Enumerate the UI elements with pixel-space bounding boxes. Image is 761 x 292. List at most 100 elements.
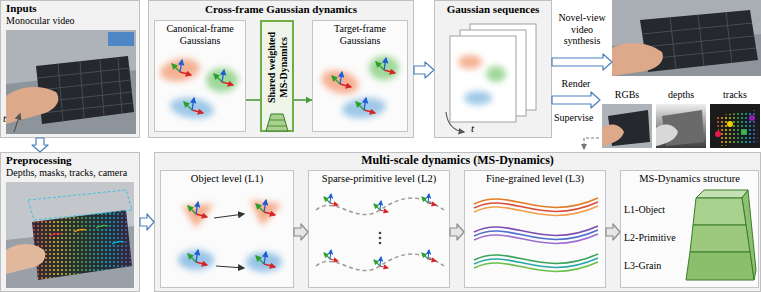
edge-label: Render bbox=[562, 78, 591, 90]
illustration-part bbox=[686, 252, 754, 280]
illustration-part bbox=[379, 242, 382, 245]
heading: Gaussian sequences bbox=[434, 3, 552, 16]
block-arrow bbox=[140, 214, 154, 230]
illustration-part bbox=[741, 129, 747, 135]
illustration-part bbox=[341, 96, 387, 120]
label: t bbox=[3, 112, 6, 125]
illustration-part bbox=[324, 250, 338, 261]
illustration-part bbox=[214, 214, 244, 218]
connector bbox=[294, 97, 312, 104]
illustration-part bbox=[450, 36, 516, 122]
illustration-part bbox=[422, 250, 436, 261]
illustration-part bbox=[206, 68, 238, 92]
illustration-part bbox=[474, 262, 598, 271]
stage-box: Object level (L1) bbox=[160, 170, 294, 288]
illustration-part bbox=[182, 204, 214, 228]
illustration-part bbox=[100, 60, 104, 116]
illustration-part bbox=[6, 87, 58, 124]
illustration-part bbox=[50, 233, 62, 236]
illustration-part bbox=[458, 55, 482, 69]
illustration-part bbox=[188, 202, 207, 217]
illustration-part bbox=[612, 43, 663, 76]
illustration-part bbox=[369, 56, 399, 80]
block-arrow bbox=[414, 62, 434, 78]
illustration-part bbox=[266, 114, 288, 131]
illustration-part bbox=[214, 70, 233, 85]
text: Target-frame Gaussians bbox=[314, 23, 406, 46]
illustration-part bbox=[726, 12, 732, 63]
stage-box: Canonical-frame Gaussians bbox=[154, 20, 246, 132]
block-arrow bbox=[450, 224, 464, 240]
block-arrow bbox=[606, 224, 620, 240]
illustration-part bbox=[74, 229, 86, 232]
illustration-part bbox=[710, 104, 760, 148]
arrowhead bbox=[306, 97, 312, 104]
text: L3-Grain bbox=[624, 260, 686, 272]
illustration-part bbox=[690, 225, 750, 252]
connector bbox=[450, 224, 464, 240]
illustration-part bbox=[464, 91, 492, 105]
heading: Multi-scale dynamics (MS-Dynamics) bbox=[154, 154, 761, 168]
illustration-part bbox=[379, 237, 382, 240]
illustration-part bbox=[178, 250, 214, 270]
illustration-part bbox=[714, 108, 760, 148]
illustration-part bbox=[80, 62, 84, 118]
connector bbox=[414, 62, 434, 78]
heading: Inputs bbox=[6, 2, 134, 15]
text: RGBs bbox=[602, 89, 652, 101]
panel: PreprocessingDepths, masks, tracks, came… bbox=[0, 152, 140, 292]
heading: Preprocessing bbox=[6, 154, 136, 167]
panel: Cross-frame Gaussian dynamicsCanonical-f… bbox=[148, 0, 414, 138]
illustration-part bbox=[112, 241, 124, 244]
illustration-part bbox=[6, 244, 45, 274]
illustration-part bbox=[693, 198, 746, 225]
illustration-part bbox=[169, 95, 215, 121]
stage-box: Target-frame Gaussians bbox=[312, 20, 408, 132]
illustration-part bbox=[696, 190, 748, 198]
label: Supervise bbox=[554, 112, 593, 124]
illustration-part bbox=[698, 15, 704, 66]
connector bbox=[606, 224, 620, 240]
illustration-part bbox=[727, 121, 733, 127]
box-outline bbox=[308, 170, 450, 288]
illustration-part bbox=[446, 112, 464, 132]
illustration-part bbox=[656, 125, 678, 146]
illustration-part bbox=[108, 32, 134, 46]
text: Canonical-frame Gaussians bbox=[156, 23, 244, 46]
stage-box: Fine-grained level (L3) bbox=[464, 170, 606, 288]
illustration-part bbox=[474, 234, 598, 243]
illustration-part bbox=[256, 200, 275, 215]
illustration-part bbox=[644, 36, 754, 47]
illustration-part bbox=[332, 72, 351, 87]
connector bbox=[294, 224, 308, 240]
label: t bbox=[471, 122, 474, 135]
illustration-part bbox=[714, 108, 760, 148]
illustration-part bbox=[319, 56, 399, 120]
block-arrow bbox=[552, 92, 600, 108]
text: Sparse-primitive level (L2) bbox=[310, 173, 448, 185]
heading: Cross-frame Gaussian dynamics bbox=[148, 3, 414, 16]
illustration-part bbox=[474, 206, 598, 215]
illustration-part bbox=[118, 58, 122, 113]
illustration-part bbox=[188, 250, 207, 265]
illustration-part bbox=[602, 125, 624, 146]
text: Fine-grained level (L3) bbox=[466, 173, 604, 185]
connector bbox=[246, 100, 260, 101]
illustration-part bbox=[30, 206, 136, 284]
illustration-part bbox=[269, 120, 285, 121]
text: Object level (L1) bbox=[162, 173, 292, 185]
stage-box: Sparse-primitive level (L2) bbox=[308, 170, 450, 288]
illustration-part bbox=[584, 138, 599, 149]
illustration-part bbox=[28, 190, 132, 220]
illustration-part bbox=[250, 200, 282, 226]
image-group: RGBsdepthstracks bbox=[600, 88, 761, 150]
illustration-part bbox=[6, 30, 136, 134]
illustration-part bbox=[422, 194, 436, 205]
illustration-part bbox=[458, 55, 506, 105]
connector bbox=[552, 92, 600, 108]
text: Depths, masks, tracks, camera bbox=[6, 167, 138, 179]
illustration-part bbox=[715, 131, 721, 137]
connector bbox=[140, 214, 154, 230]
illustration-part bbox=[474, 198, 598, 271]
